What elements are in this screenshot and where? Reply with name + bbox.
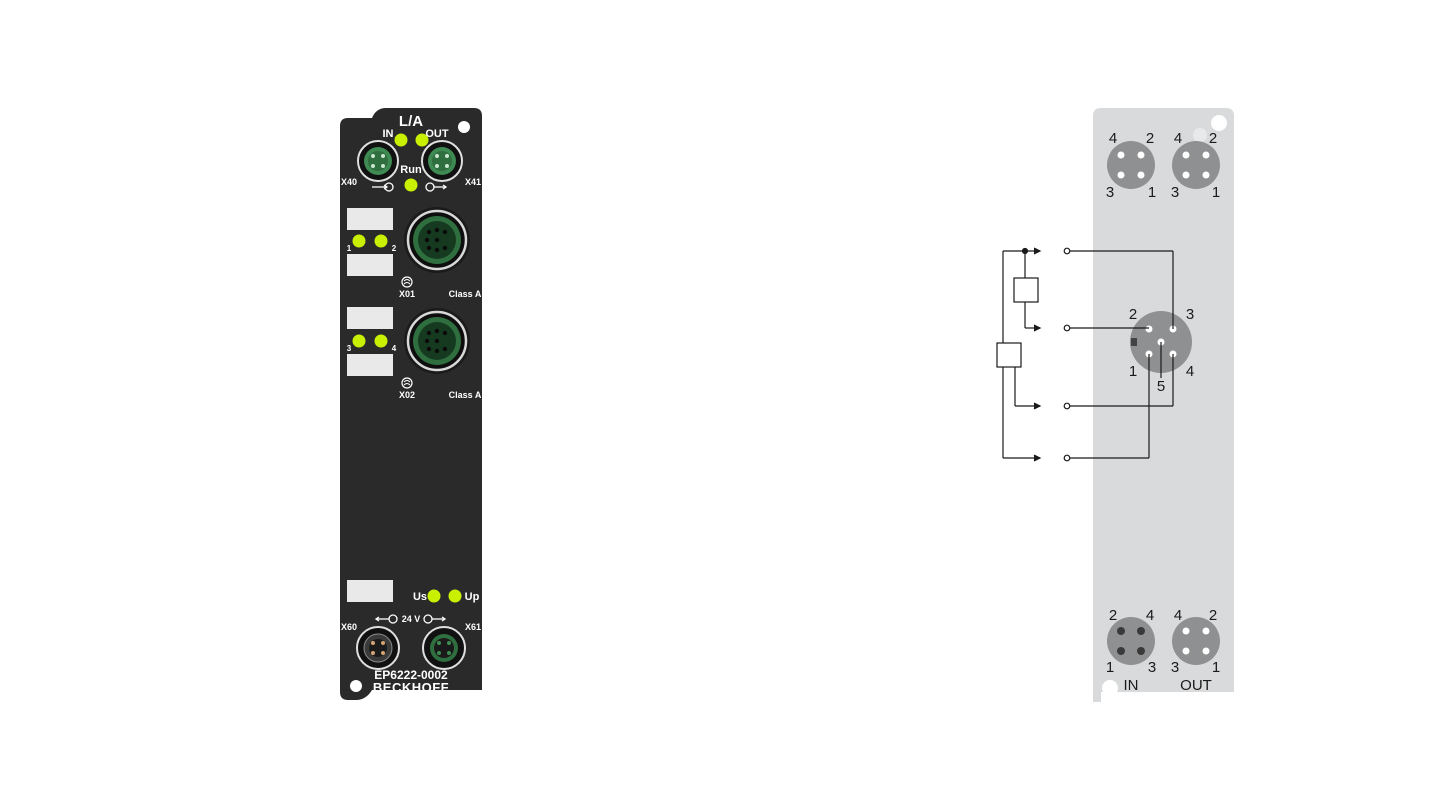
sensor-box-upper [1013, 277, 1039, 303]
pin-label: 4 [1146, 607, 1154, 624]
brand-logo: BECKHOFF [373, 680, 449, 695]
x61-label: X61 [465, 622, 481, 632]
pinout-out-label: OUT [1180, 677, 1212, 694]
power-direction-icons [374, 614, 447, 624]
ep6222-module: L/A IN OUT X40 X41 Run [340, 108, 482, 700]
pin-label: 3 [1171, 659, 1179, 676]
run-label: Run [400, 164, 422, 176]
pin-label: 1 [1148, 184, 1156, 201]
pinout-top-left: 4 2 3 1 [1106, 130, 1156, 201]
in-label: IN [383, 128, 394, 140]
panel-hole-top-inner [1193, 128, 1207, 142]
led-run [404, 178, 418, 192]
led-us [427, 589, 441, 603]
module-housing [340, 108, 482, 700]
label-field-4 [347, 354, 393, 376]
pinout-bottom-right: 4 2 3 1 [1171, 607, 1220, 676]
led-la-out [415, 133, 429, 147]
connector-x41 [421, 140, 463, 182]
ch1-label: 1 [347, 244, 352, 253]
pinout-bottom-left: 2 4 1 3 [1106, 607, 1156, 676]
pin-label: 3 [1106, 184, 1114, 201]
panel-hole-top [1211, 115, 1227, 131]
connector-x61 [422, 626, 466, 670]
x01-label: X01 [399, 289, 415, 299]
led-ch4 [374, 334, 388, 348]
pin-label: 2 [1109, 607, 1117, 624]
x02-label: X02 [399, 390, 415, 400]
label-field-power [347, 580, 393, 602]
us-label: Us [413, 591, 427, 603]
led-up [448, 589, 462, 603]
pin-label: 1 [1212, 659, 1220, 676]
voltage-label: 24 V [402, 614, 421, 624]
out-label: OUT [425, 128, 449, 140]
pin-label: 3 [1186, 306, 1194, 323]
up-label: Up [465, 591, 480, 603]
pinout-top-right: 4 2 3 1 [1171, 130, 1220, 201]
pin-label: 4 [1186, 363, 1194, 380]
pin-label: 5 [1157, 378, 1165, 395]
la-label: L/A [399, 113, 423, 130]
connector-x40 [357, 140, 399, 182]
pin-label: 1 [1106, 659, 1114, 676]
pinout-panel: 4 2 3 1 4 2 3 1 2 3 1 5 4 [1093, 108, 1234, 702]
model-label: EP6222-0002 [374, 668, 448, 682]
pinout-in-label: IN [1124, 677, 1139, 694]
connector-x02 [404, 308, 470, 374]
mounting-hole-bottom [350, 680, 362, 692]
pin-label: 1 [1212, 184, 1220, 201]
class-a-label-2: Class A [449, 390, 482, 400]
sensor-icon-x02 [401, 377, 413, 389]
panel-hole-bottom [1102, 680, 1118, 696]
label-field-3 [347, 307, 393, 329]
label-field-1 [347, 208, 393, 230]
pin-label: 4 [1174, 130, 1182, 147]
ch3-label: 3 [347, 344, 352, 353]
pin-label: 3 [1148, 659, 1156, 676]
ch2-label: 2 [392, 244, 397, 253]
led-ch3 [352, 334, 366, 348]
x60-label: X60 [341, 622, 357, 632]
pin-label: 4 [1174, 607, 1182, 624]
x41-label: X41 [465, 177, 481, 187]
led-la-in [394, 133, 408, 147]
pin-label: 2 [1146, 130, 1154, 147]
led-ch1 [352, 234, 366, 248]
pin-label: 2 [1209, 130, 1217, 147]
connector-x60 [356, 626, 400, 670]
pin-label: 3 [1171, 184, 1179, 201]
connector-x01 [404, 207, 470, 273]
sensor-icon-x01 [401, 276, 413, 288]
pin-label: 1 [1129, 363, 1137, 380]
pinout-panel-body [1093, 108, 1234, 702]
led-ch2 [374, 234, 388, 248]
pin-label: 4 [1109, 130, 1117, 147]
ethercat-direction-icons [372, 182, 448, 192]
mounting-hole-top [458, 121, 470, 133]
pin-label: 2 [1209, 607, 1217, 624]
wiring-schematic [996, 247, 1174, 462]
sensor-box-lower [996, 342, 1022, 368]
x40-label: X40 [341, 177, 357, 187]
label-field-2 [347, 254, 393, 276]
class-a-label-1: Class A [449, 289, 482, 299]
ch4-label: 4 [392, 344, 397, 353]
pin-label: 2 [1129, 306, 1137, 323]
